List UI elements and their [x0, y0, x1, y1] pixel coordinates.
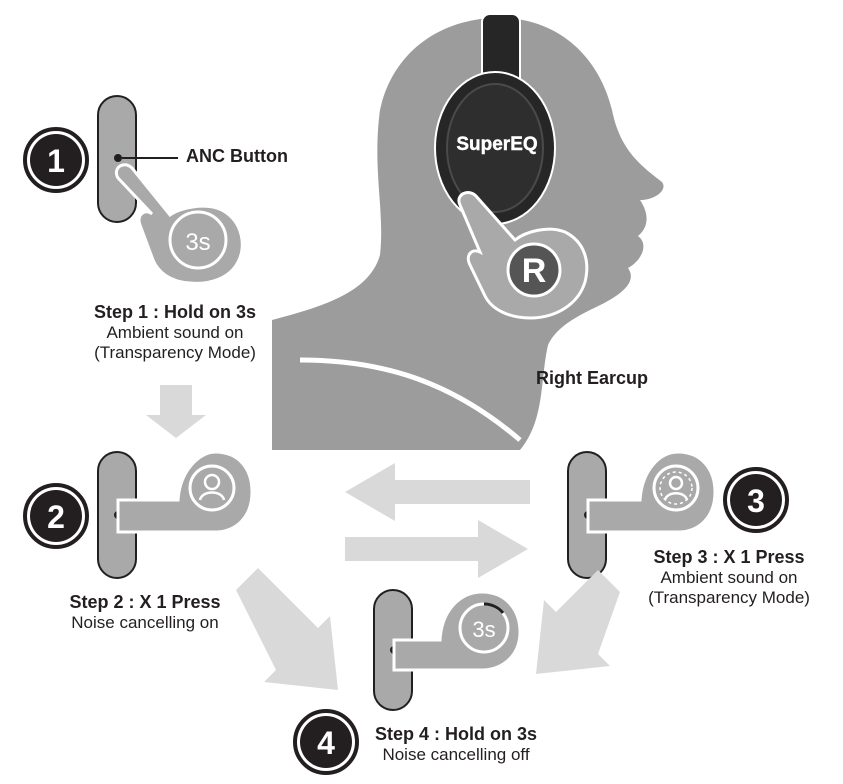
step-2-title: Step 2 : X 1 Press: [69, 592, 221, 612]
step-2-illustration: [23, 450, 254, 579]
step-3-number: 3: [747, 483, 765, 519]
right-earcup-label: Right Earcup: [536, 368, 649, 388]
step-4-line1: Noise cancelling off: [382, 745, 530, 764]
step-1-line2: (Transparency Mode): [94, 343, 256, 362]
step-4-hold-badge: 3s: [472, 617, 495, 642]
step-2-caption: Step 2 : X 1 Press Noise cancelling on: [40, 592, 250, 633]
step-1-number: 1: [47, 143, 65, 179]
step-1-line1: Ambient sound on: [106, 323, 244, 342]
arrow-diagonal-down-right: [236, 568, 338, 690]
step-4-caption: Step 4 : Hold on 3s Noise cancelling off: [356, 724, 556, 765]
step-3-line1: Ambient sound on: [660, 568, 798, 587]
step-3-line2: (Transparency Mode): [648, 588, 810, 607]
step-4-illustration: [293, 589, 522, 775]
step-1-hold-badge: 3s: [185, 229, 210, 256]
step-2-number: 2: [47, 499, 65, 535]
anc-button-label: ANC Button: [186, 146, 288, 166]
head-silhouette: [272, 17, 664, 451]
step-1-illustration: [23, 95, 244, 285]
earcup-side-label: R: [522, 252, 547, 290]
step-1-caption: Step 1 : Hold on 3s Ambient sound on (Tr…: [40, 302, 310, 363]
arrow-right: [345, 520, 528, 578]
arrow-down: [146, 385, 206, 438]
step-4-title: Step 4 : Hold on 3s: [374, 724, 538, 744]
step-3-caption: Step 3 : X 1 Press Ambient sound on (Tra…: [624, 547, 834, 608]
hand-pointer-right-earcup: [457, 191, 589, 320]
step-1-title: Step 1 : Hold on 3s: [93, 302, 257, 322]
headphone-icon: [434, 13, 556, 225]
brand-logo: SuperEQ: [456, 134, 537, 155]
step-4-number: 4: [317, 725, 335, 761]
step-2-line1: Noise cancelling on: [71, 613, 219, 632]
step-3-illustration: [567, 450, 789, 579]
step-3-title: Step 3 : X 1 Press: [653, 547, 805, 567]
arrow-left: [345, 463, 530, 521]
arrow-diagonal-down-left: [536, 570, 620, 674]
